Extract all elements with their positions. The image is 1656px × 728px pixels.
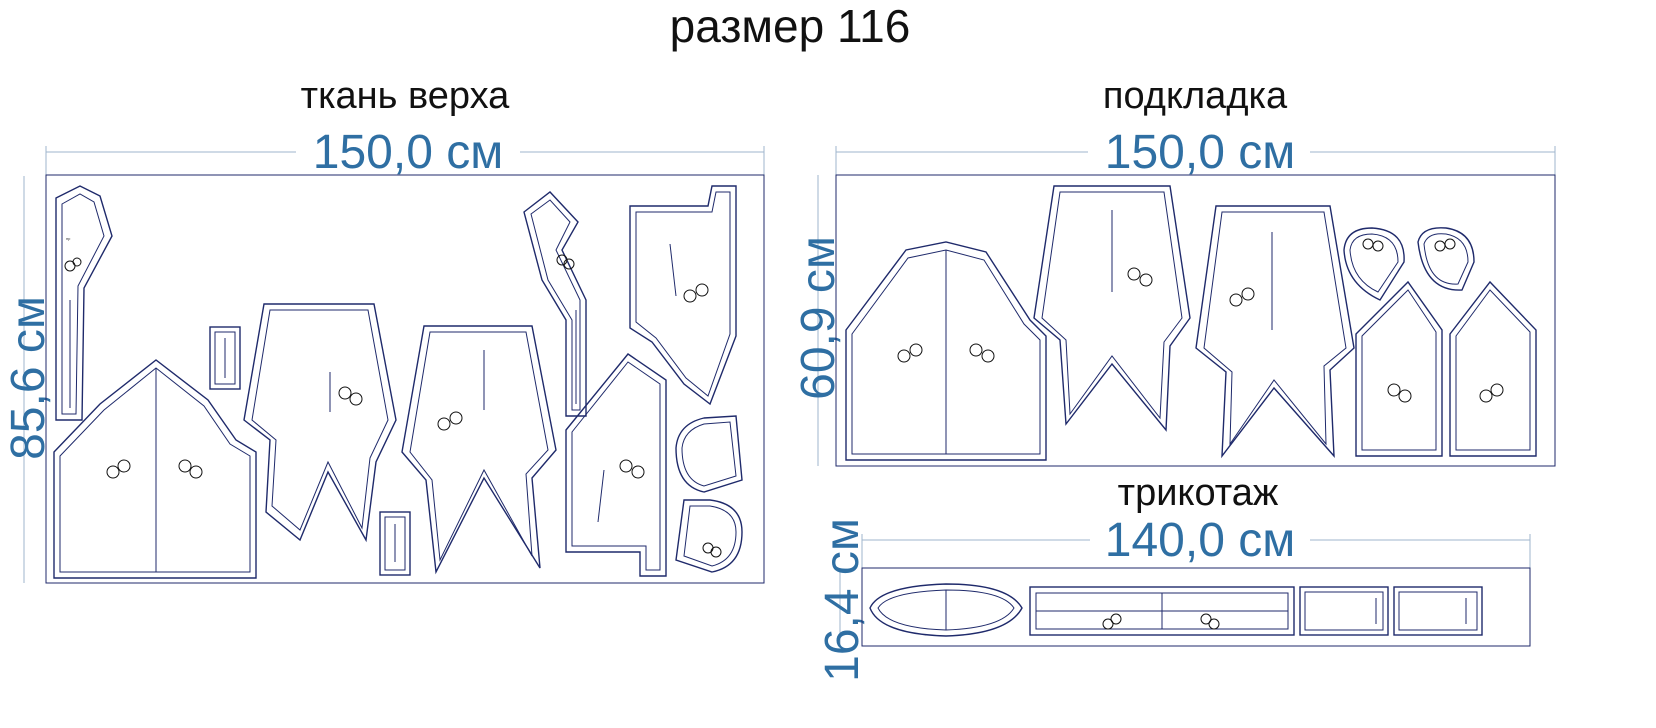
garment-icon bbox=[897, 343, 995, 363]
pattern-piece bbox=[1033, 185, 1191, 432]
pattern-piece bbox=[1195, 205, 1355, 459]
garment-icon bbox=[1362, 238, 1384, 252]
knit-label: трикотаж bbox=[1118, 472, 1279, 514]
knit-height-label: 16,4 см bbox=[816, 518, 869, 682]
main-fabric-width-label: 150,0 см bbox=[313, 126, 503, 179]
pattern-piece bbox=[675, 415, 743, 493]
main-fabric-frame bbox=[45, 174, 765, 584]
pattern-piece bbox=[401, 325, 557, 575]
garment-icon bbox=[1387, 383, 1412, 403]
garment-icon bbox=[683, 283, 709, 303]
garment-icon bbox=[1479, 383, 1504, 403]
garment-icon bbox=[64, 257, 82, 272]
garment-icon bbox=[619, 459, 645, 479]
pattern-piece bbox=[1355, 280, 1443, 457]
lining-width-label: 150,0 см bbox=[1105, 126, 1295, 179]
garment-icon bbox=[1434, 238, 1456, 252]
garment-icon bbox=[1102, 613, 1220, 630]
garment-icon bbox=[437, 411, 463, 431]
pattern-piece bbox=[845, 241, 1047, 461]
pattern-piece bbox=[1449, 280, 1537, 457]
garment-icon bbox=[338, 386, 363, 406]
pattern-piece bbox=[1417, 227, 1475, 291]
garment-icon bbox=[1229, 287, 1255, 307]
pattern-piece bbox=[243, 303, 397, 543]
pattern-piece bbox=[379, 511, 411, 576]
pattern-piece bbox=[629, 185, 737, 406]
pattern-piece bbox=[1029, 586, 1295, 636]
knit-frame bbox=[861, 567, 1531, 647]
main-fabric-height-label: 85,6 см bbox=[2, 296, 55, 460]
knit-section: трикотаж 140,0 см 16,4 см bbox=[816, 472, 1531, 682]
pattern-piece bbox=[1299, 586, 1389, 636]
pattern-piece bbox=[53, 359, 257, 579]
pattern-piece bbox=[523, 191, 587, 417]
garment-icon bbox=[556, 254, 575, 270]
garment-icon bbox=[1127, 267, 1153, 287]
pattern-piece bbox=[209, 326, 241, 390]
main-fabric-label: ткань верха bbox=[301, 75, 511, 117]
garment-icon bbox=[106, 459, 203, 479]
lining-label: подкладка bbox=[1103, 75, 1288, 117]
svg-text:пр: пр bbox=[66, 236, 71, 241]
pattern-piece: пр bbox=[55, 185, 113, 421]
page-title: размер 116 bbox=[670, 0, 911, 52]
pattern-piece bbox=[869, 583, 1023, 637]
pattern-piece bbox=[1393, 586, 1483, 636]
lining-frame bbox=[835, 174, 1556, 467]
pattern-piece bbox=[565, 353, 667, 577]
lining-section: подкладка 150,0 см 60,9 см bbox=[792, 75, 1556, 467]
lining-height-label: 60,9 см bbox=[792, 236, 845, 400]
pattern-piece bbox=[1343, 227, 1405, 301]
pattern-piece bbox=[675, 499, 743, 573]
main-fabric-section: ткань верха 150,0 см 85,6 см пр bbox=[2, 75, 765, 584]
garment-icon bbox=[702, 542, 722, 558]
knit-width-label: 140,0 см bbox=[1105, 514, 1295, 567]
